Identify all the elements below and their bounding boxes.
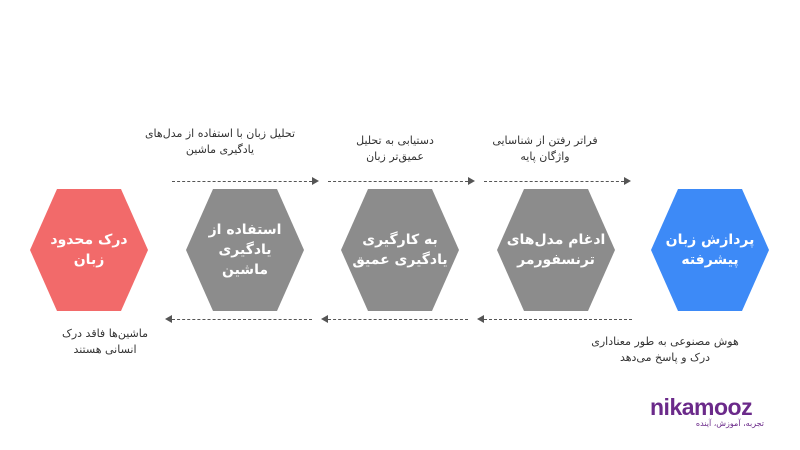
top-arrowhead-2 xyxy=(468,177,475,185)
bottom-connector-2 xyxy=(328,319,468,320)
stage-label: پردازش زبان پیشرفته xyxy=(665,232,755,268)
top-connector-1 xyxy=(172,181,312,182)
bottom-connector-1 xyxy=(172,319,312,320)
top-connector-3 xyxy=(484,181,624,182)
stage-label: درک محدود زبان xyxy=(50,232,128,268)
bottom-arrowhead-3 xyxy=(477,315,484,323)
stage-advanced-nlp: پردازش زبان پیشرفته xyxy=(650,188,770,312)
caption-deep-learning: دستیابی به تحلیل عمیق‌تر زبان xyxy=(356,134,434,163)
logo-tagline: تجربه، آموزش، آینده xyxy=(695,419,764,428)
caption-limited-understanding: ماشین‌ها فاقد درک انسانی هستند xyxy=(62,327,148,356)
caption-transformer: فراتر رفتن از شناسایی واژگان پایه xyxy=(492,134,598,163)
top-arrowhead-3 xyxy=(624,177,631,185)
bottom-arrowhead-1 xyxy=(165,315,172,323)
hexagon-shape xyxy=(30,189,148,311)
top-connector-2 xyxy=(328,181,468,182)
caption-machine-learning: تحلیل زبان با استفاده از مدل‌های یادگیری… xyxy=(144,127,296,156)
nikamooz-logo: nikamooz تجربه، آموزش، آینده xyxy=(650,394,780,434)
stage-label: به کارگیری یادگیری عمیق xyxy=(352,232,448,268)
stage-limited-understanding: درک محدود زبان xyxy=(29,188,149,312)
stage-deep-learning: به کارگیری یادگیری عمیق xyxy=(340,188,460,312)
stage-label: ادغام مدل‌های ترنسفورمر xyxy=(506,232,606,268)
stage-label: استفاده از یادگیری ماشین xyxy=(208,222,282,278)
stage-transformer: ادغام مدل‌های ترنسفورمر xyxy=(496,188,616,312)
bottom-connector-3 xyxy=(484,319,632,320)
logo-wordmark: nikamooz xyxy=(650,394,753,420)
hexagon-shape xyxy=(341,189,459,311)
hexagon-shape xyxy=(186,189,304,311)
hexagon-shape xyxy=(651,189,769,311)
hexagon-shape xyxy=(497,189,615,311)
stage-machine-learning: استفاده از یادگیری ماشین xyxy=(185,188,305,312)
bottom-arrowhead-2 xyxy=(321,315,328,323)
top-arrowhead-1 xyxy=(312,177,319,185)
caption-advanced-nlp: هوش مصنوعی به طور معناداری درک و پاسخ می… xyxy=(591,335,739,364)
